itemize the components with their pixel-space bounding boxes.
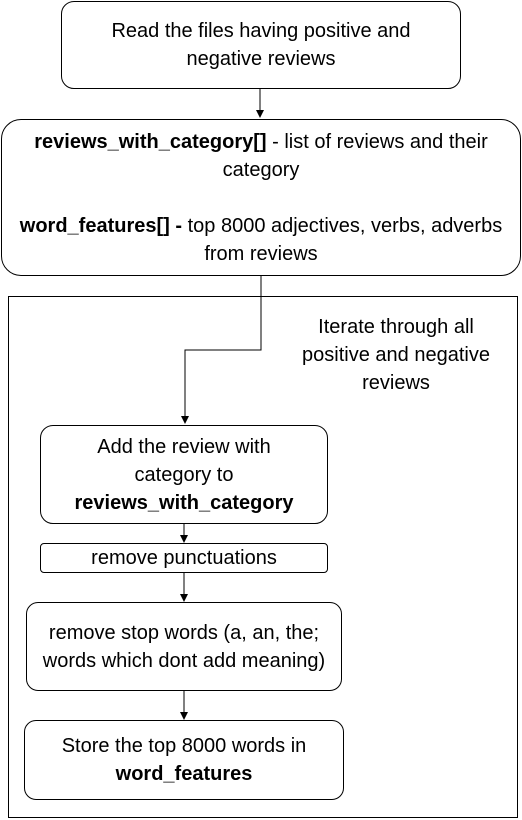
remove-punctuations-node: remove punctuations: [40, 543, 328, 573]
loop-label: Iterate through all positive and negativ…: [302, 316, 490, 394]
add-review-bold-label: reviews_with_category: [74, 491, 294, 514]
variables-word-features-label: word_features[] -: [19, 214, 183, 237]
loop-container: [8, 296, 518, 818]
read-files-text: Read the files having positive and negat…: [111, 20, 411, 70]
variables-node: reviews_with_category[] - list of review…: [1, 119, 521, 276]
remove-stop-words-text: remove stop words (a, an, the; words whi…: [42, 621, 326, 672]
add-review-node: Add the review with category to reviews_…: [40, 425, 328, 524]
variables-reviews-with-category-label: reviews_with_category[]: [34, 130, 267, 153]
read-files-node: Read the files having positive and negat…: [61, 1, 461, 89]
add-review-text: Add the review with category to: [97, 435, 271, 486]
store-top-words-node: Store the top 8000 words in word_feature…: [24, 720, 344, 800]
store-top-words-bold-label: word_features: [115, 763, 253, 785]
store-top-words-bold: word_features: [116, 760, 253, 788]
variables-line-2: word_features[] - top 8000 adjectives, v…: [11, 212, 511, 268]
variables-line-2-text: top 8000 adjectives, verbs, adverbs from…: [182, 214, 503, 265]
arrow-variables-to-add-review: [181, 276, 262, 424]
remove-stop-words-node: remove stop words (a, an, the; words whi…: [26, 602, 342, 691]
variables-line-1-text: - list of reviews and their category: [222, 130, 488, 181]
add-review-bold: reviews_with_category: [75, 489, 294, 517]
remove-punctuations-text: remove punctuations: [91, 547, 277, 569]
variables-line-1: reviews_with_category[] - list of review…: [11, 128, 511, 184]
store-top-words-text: Store the top 8000 words in: [61, 735, 307, 757]
